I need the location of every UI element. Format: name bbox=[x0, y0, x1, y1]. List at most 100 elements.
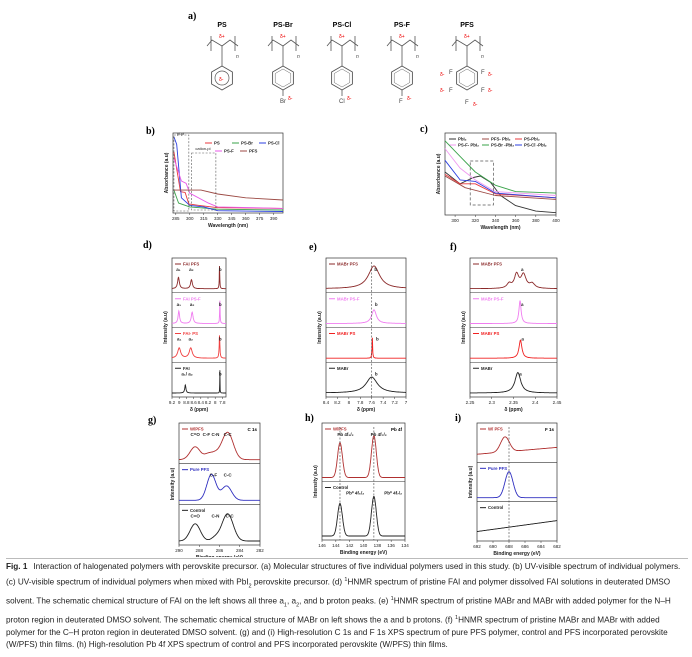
benzene-ring bbox=[211, 65, 233, 91]
stack-label: FAI PFS bbox=[183, 262, 199, 267]
peak-label: Pb 4f₅/₂ bbox=[337, 432, 353, 437]
stack-label: MABr PS bbox=[337, 331, 356, 336]
spectrum-line bbox=[171, 300, 226, 324]
x-tick-label: 9 bbox=[178, 400, 181, 405]
polymer-name: PS-Cl bbox=[333, 22, 352, 29]
peak-label: b bbox=[219, 267, 222, 272]
x-tick-label: 682 bbox=[553, 544, 561, 549]
panel-label: c) bbox=[420, 124, 428, 135]
stack-label: Control bbox=[333, 485, 348, 490]
delta-minus-label: δ- bbox=[288, 96, 293, 102]
caption-text: 1 bbox=[283, 601, 287, 608]
plot-frame bbox=[178, 422, 261, 546]
repeat-unit-n: n bbox=[416, 54, 419, 60]
x-tick-label: 345 bbox=[228, 216, 236, 221]
peak-label: C-C bbox=[224, 473, 233, 478]
panel-a-label: a) bbox=[188, 11, 196, 22]
x-axis-label: δ (ppm) bbox=[504, 407, 523, 413]
spectrum-line bbox=[172, 370, 226, 394]
stack-label: MABr PFS bbox=[481, 262, 502, 267]
stack-label: Pure PFS bbox=[190, 467, 209, 472]
series-line-ps-pbi- bbox=[444, 174, 557, 199]
spectrum-line bbox=[470, 271, 557, 290]
x-axis-label: Binding energy (eV) bbox=[196, 555, 244, 557]
y-axis-label: Intensity (a.u) bbox=[317, 311, 323, 344]
stack-label: MABr PFS bbox=[337, 262, 358, 267]
legend-label: PS-Cl bbox=[268, 141, 279, 146]
inner-ring bbox=[393, 68, 411, 88]
peak-label: b bbox=[219, 337, 222, 342]
peak-label: a₁ bbox=[177, 337, 182, 342]
stack-label: MABr bbox=[481, 366, 493, 371]
peak-label: a₂ bbox=[190, 302, 195, 307]
caption-text: 1 bbox=[390, 595, 394, 602]
x-axis-label: δ (ppm) bbox=[357, 407, 376, 413]
peak-label: C=O bbox=[191, 432, 201, 437]
caption-text: HNMR spectrum of pristine MABr and MABr … bbox=[6, 596, 671, 625]
caption-text: , and b proton peaks. (e) bbox=[299, 596, 391, 606]
spectrum-line bbox=[179, 513, 260, 542]
x-tick-label: 684 bbox=[537, 544, 545, 549]
panel-label: f) bbox=[450, 242, 457, 253]
x-tick-label: 380 bbox=[532, 218, 540, 223]
peak-label: a bbox=[519, 371, 522, 376]
substituent-label: F bbox=[449, 88, 453, 94]
delta-minus-label: δ- bbox=[488, 72, 493, 78]
x-tick-label: 8.6 bbox=[190, 400, 197, 405]
x-tick-label: 284 bbox=[236, 548, 244, 553]
x-axis-label: Binding energy (eV) bbox=[340, 550, 388, 556]
peak-label: C-C bbox=[224, 432, 233, 437]
x-tick-label: 8 bbox=[214, 400, 217, 405]
stack-label: Pure PFS bbox=[488, 466, 507, 471]
peak-label: b bbox=[219, 371, 222, 376]
peak-label: a₁ bbox=[177, 302, 182, 307]
substituent-label: Br bbox=[280, 99, 286, 105]
spectrum-line bbox=[477, 436, 557, 455]
delta-minus-label: δ- bbox=[219, 77, 224, 83]
x-tick-label: 2.35 bbox=[509, 400, 518, 405]
x-tick-label: 360 bbox=[242, 216, 250, 221]
caption-text: HNMR spectrum of pristine FAI and polyme… bbox=[6, 577, 671, 606]
x-tick-label: 142 bbox=[346, 543, 354, 548]
peak-label: C-F bbox=[203, 432, 211, 437]
inner-ring bbox=[458, 68, 476, 88]
x-tick-label: 7.8 bbox=[219, 400, 226, 405]
polymer-name: PS-Br bbox=[273, 22, 293, 29]
x-tick-label: 9.2 bbox=[169, 400, 176, 405]
series-line-ps-br bbox=[173, 189, 284, 211]
peak-label: Pb 4f₇/₂ bbox=[371, 432, 387, 437]
x-tick-label: 7.2 bbox=[391, 400, 398, 405]
legend-label: PS-Br -PbI₂ bbox=[491, 143, 514, 148]
y-axis-label: Intensity (a.u) bbox=[170, 467, 176, 500]
x-tick-label: 400 bbox=[552, 218, 560, 223]
caption-text: perovskite precursor. (d) bbox=[251, 577, 345, 587]
peak-label: a bbox=[521, 337, 524, 342]
panel-label: d) bbox=[143, 240, 152, 251]
pi-pi-box bbox=[173, 134, 190, 212]
legend-label: PFS- PbI₂ bbox=[491, 137, 511, 142]
annotation-label: pi-pi bbox=[177, 131, 185, 136]
plot-frame bbox=[172, 132, 284, 214]
legend-label: PS-PbI₂ bbox=[524, 137, 540, 142]
spectrum-line bbox=[477, 520, 557, 532]
x-tick-label: 330 bbox=[214, 216, 222, 221]
series-line-ps-f-pbi- bbox=[444, 148, 557, 196]
caption-text: 1 bbox=[455, 614, 459, 621]
series-line-ps-br-pbi- bbox=[444, 140, 557, 194]
x-tick-label: 340 bbox=[492, 218, 500, 223]
x-tick-label: 285 bbox=[172, 216, 180, 221]
y-axis-label: Intensity (a.u) bbox=[313, 465, 319, 498]
delta-minus-label: δ- bbox=[407, 96, 412, 102]
peak-label: C-C bbox=[226, 513, 235, 518]
x-tick-label: 690 bbox=[489, 544, 497, 549]
x-tick-label: 286 bbox=[216, 548, 224, 553]
spectrum-line bbox=[322, 496, 405, 537]
peak-label: b bbox=[219, 302, 222, 307]
x-axis-label: Wavelength (nm) bbox=[480, 225, 520, 231]
delta-plus-label: δ+ bbox=[339, 34, 345, 40]
stack-label: MABr PS-F bbox=[481, 296, 504, 301]
caption-text: , a bbox=[286, 596, 297, 606]
cation-pi-box bbox=[191, 152, 217, 211]
x-tick-label: 315 bbox=[200, 216, 208, 221]
legend-label: PS-F- PbI₂ bbox=[458, 143, 479, 148]
